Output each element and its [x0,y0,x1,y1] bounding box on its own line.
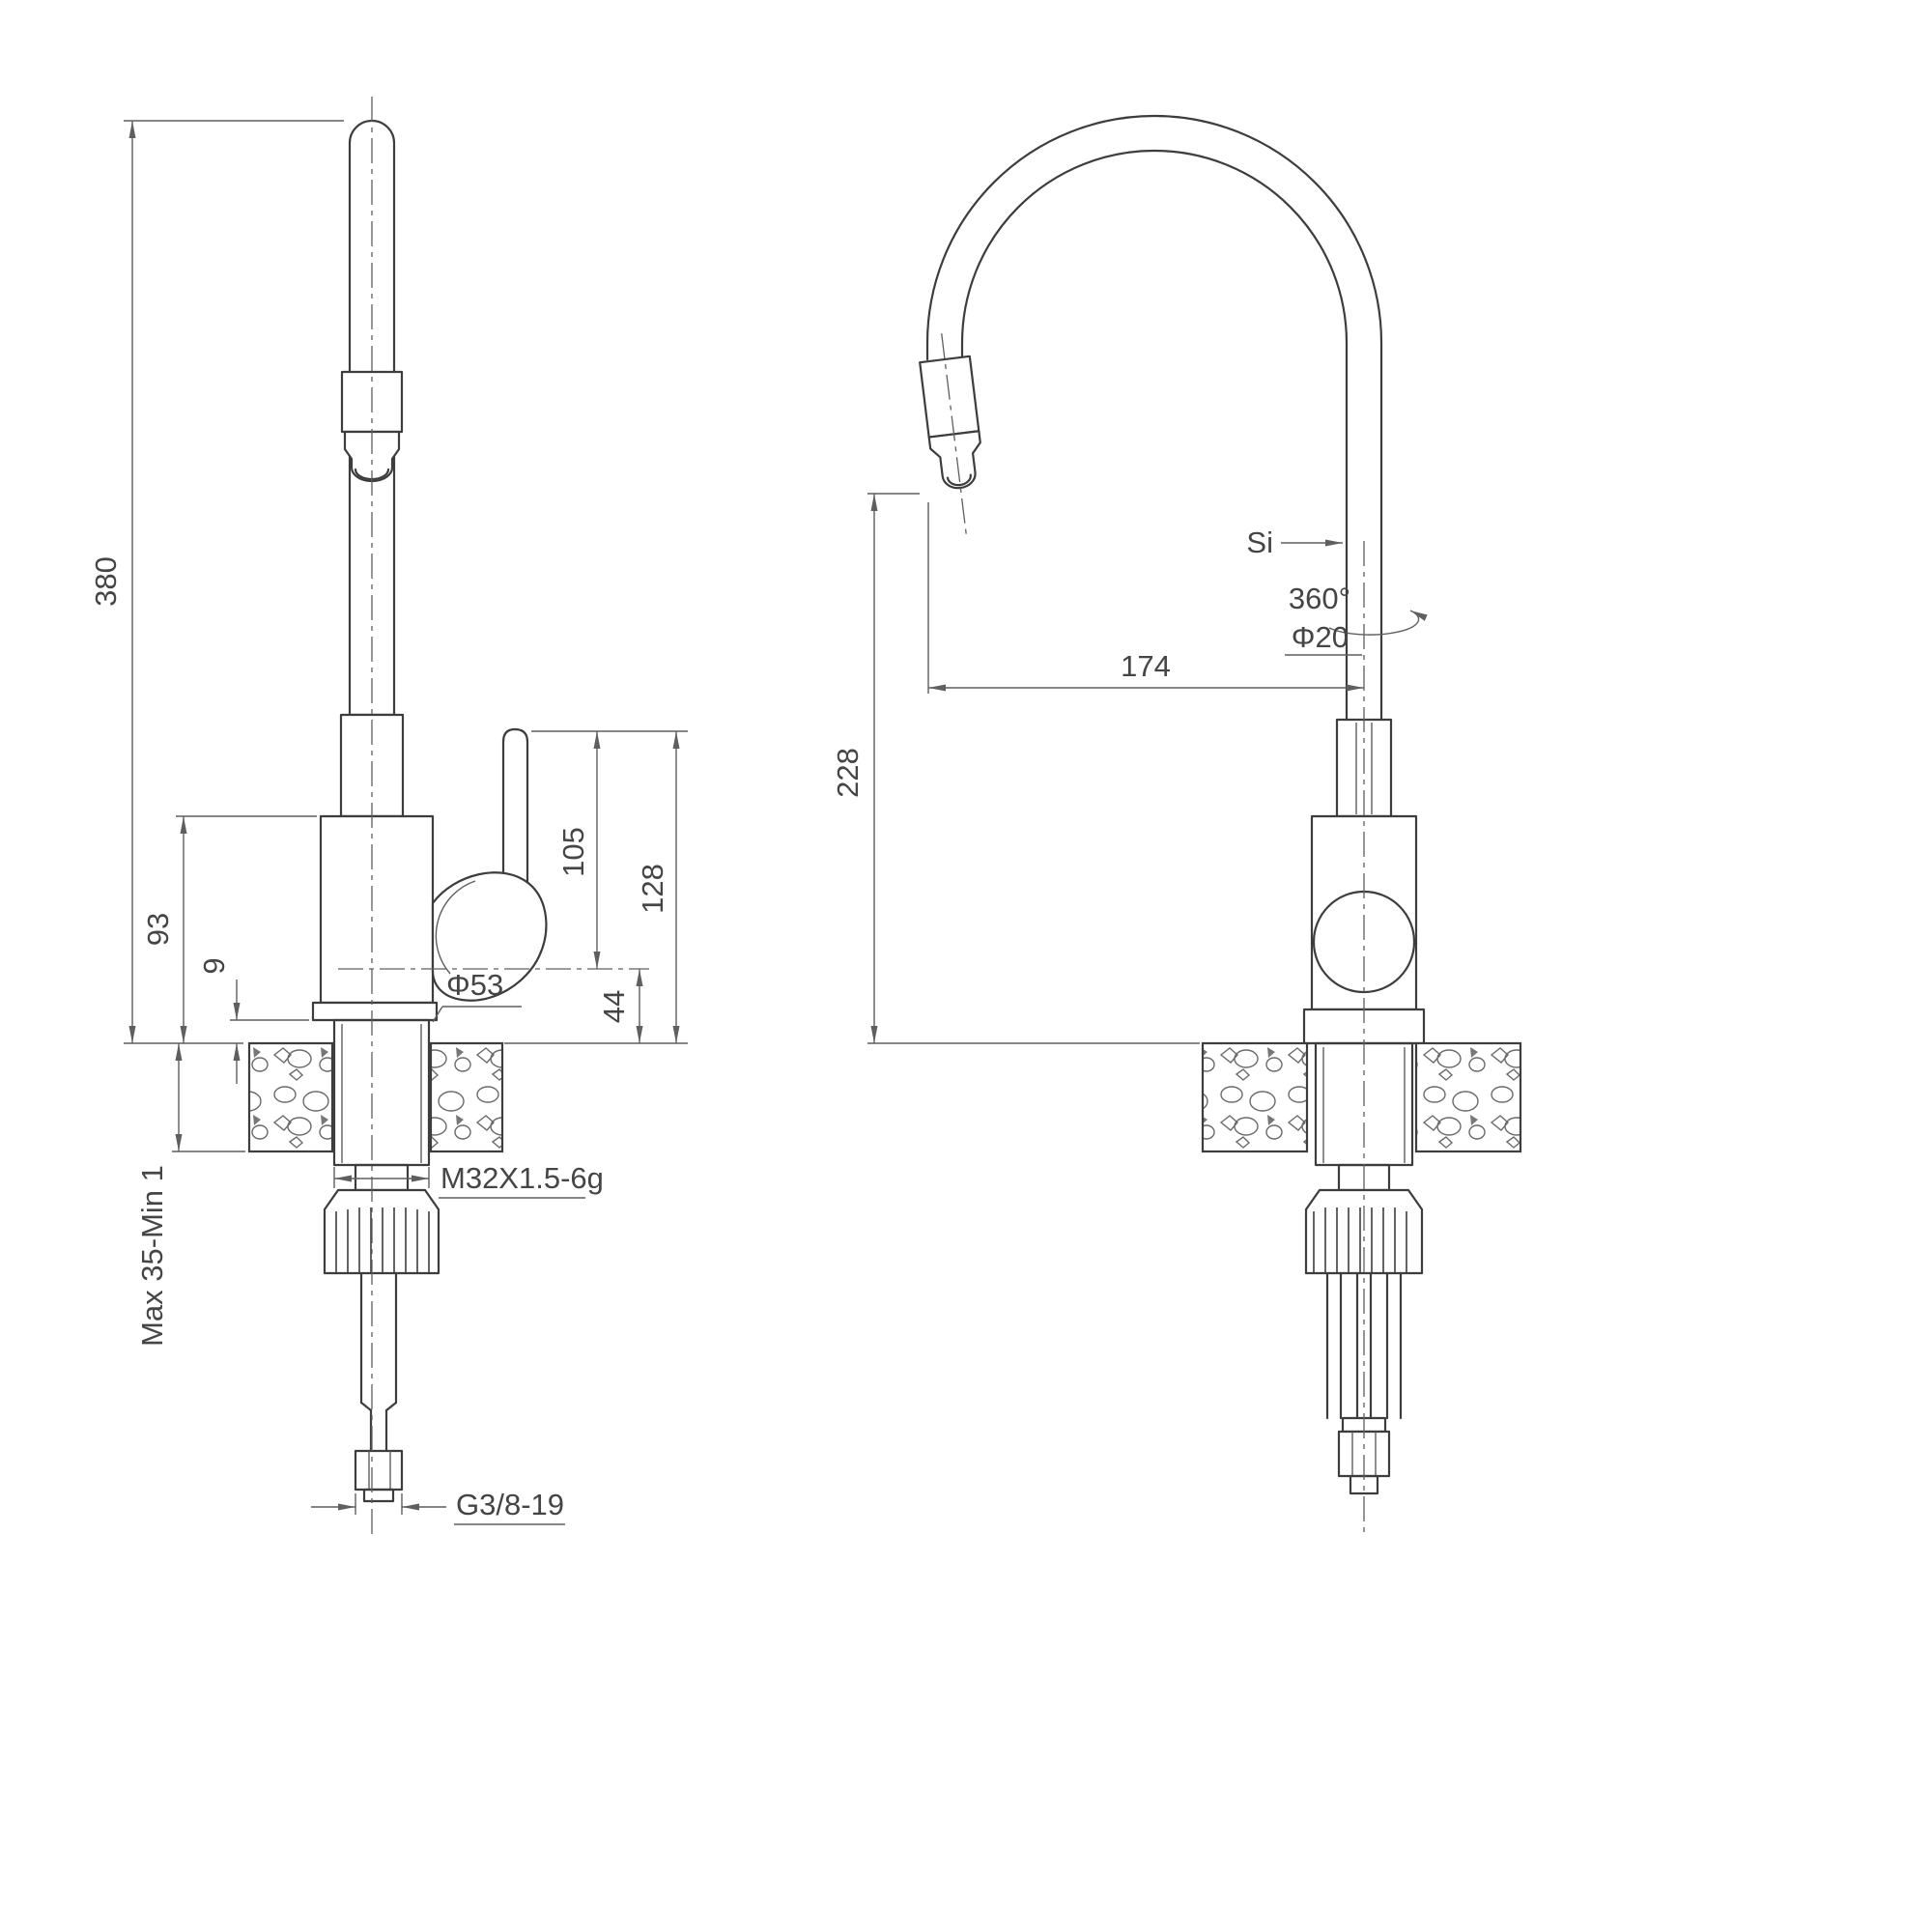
gooseneck-outer [925,114,1383,722]
spray-head-tip [343,430,401,483]
dim-body-height: 93 [141,913,175,946]
supply-hoses [1325,1271,1403,1420]
nut-knurl [1313,1208,1407,1273]
dim-shank-thread: M32X1.5-6g [440,1161,604,1195]
mounting-nut [1304,1188,1424,1275]
countertop-right [1201,1041,1522,1153]
counter-slab-right [1414,1041,1522,1153]
nut-knurl [335,1208,430,1273]
dim-base-diameter: Φ53 [446,968,503,1002]
left-view: 380 93 9 Max 35-Min 1 105 44 128 [89,97,688,1536]
supply-hose [359,1271,398,1453]
faucet-body [319,814,435,1005]
dim-deck-gap: 9 [197,957,231,974]
countertop-left [247,1041,504,1153]
dim-outlet-clearance: 228 [831,748,865,798]
hose-connector [354,1449,404,1503]
dim-spout-diameter: Φ20 [1292,620,1349,654]
dim-swivel-angle: 360° [1289,582,1350,615]
mounting-nut [323,1188,440,1275]
dimensions-right: Si 360° Φ20 174 228 [831,493,1428,1044]
under-counter-left [323,1018,440,1503]
faucet-side-profile [311,119,548,1022]
gooseneck-inner [960,149,1349,722]
faucet-gooseneck-profile [919,114,1426,1045]
shank-neck [354,1163,410,1192]
spray-head [919,333,981,540]
label-si: Si [1246,526,1273,559]
spray-head-tip [927,430,981,490]
right-view: Si 360° Φ20 174 228 [831,114,1522,1536]
spray-outlet-arc [946,473,972,487]
dim-total-height: 380 [89,556,123,607]
counter-slab-right [429,1041,504,1153]
dim-overall-above-deck: 128 [636,864,669,914]
handle-joint-arc [435,880,476,975]
rotation-arrow [1328,610,1428,636]
counter-slab-left [1201,1041,1309,1153]
counter-slab-left [247,1041,334,1153]
dim-supply-thread: G3/8-19 [456,1488,564,1521]
base-plate [311,1001,439,1022]
dimensions-left: 380 93 9 Max 35-Min 1 105 44 128 [89,120,688,1525]
spray-head-centerline [941,333,968,540]
dim-deck-thickness: Max 35-Min 1 [135,1165,169,1347]
dim-outlet-height: 44 [597,990,631,1023]
dim-spout-reach: 174 [1121,649,1171,683]
handle-lever [501,727,529,886]
threaded-shank [332,1018,431,1167]
dim-handle-height: 105 [556,827,590,877]
